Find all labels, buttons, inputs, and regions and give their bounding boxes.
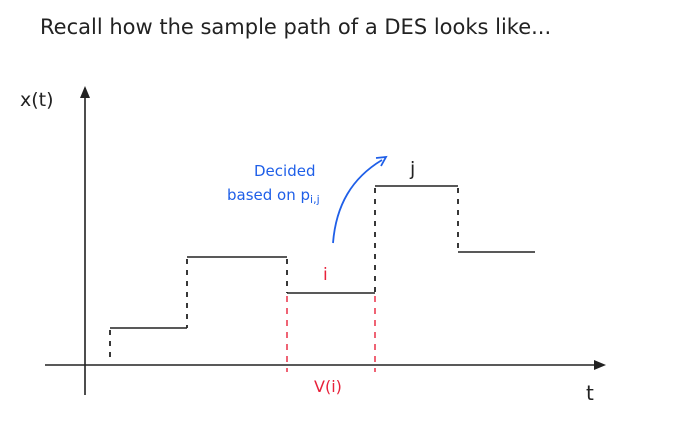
- y-axis-arrow-icon: [80, 86, 90, 98]
- decision-arrow-head-icon: [375, 155, 388, 167]
- x-axis-arrow-icon: [594, 360, 606, 370]
- annotation-line-2: based on pi,j: [227, 186, 320, 206]
- sample-path: [110, 185, 535, 329]
- annotation-line-1: Decided: [254, 162, 315, 180]
- state-i-label: i: [323, 265, 328, 285]
- holding-time-markers: [286, 296, 376, 372]
- y-axis-label: x(t): [20, 89, 54, 111]
- holding-time-label: V(i): [314, 377, 342, 396]
- title: Recall how the sample path of a DES look…: [40, 15, 551, 39]
- state-j-label: j: [409, 158, 415, 180]
- decision-arrow: [332, 159, 383, 244]
- jump-lines: [109, 188, 459, 358]
- x-axis-label: t: [586, 381, 594, 405]
